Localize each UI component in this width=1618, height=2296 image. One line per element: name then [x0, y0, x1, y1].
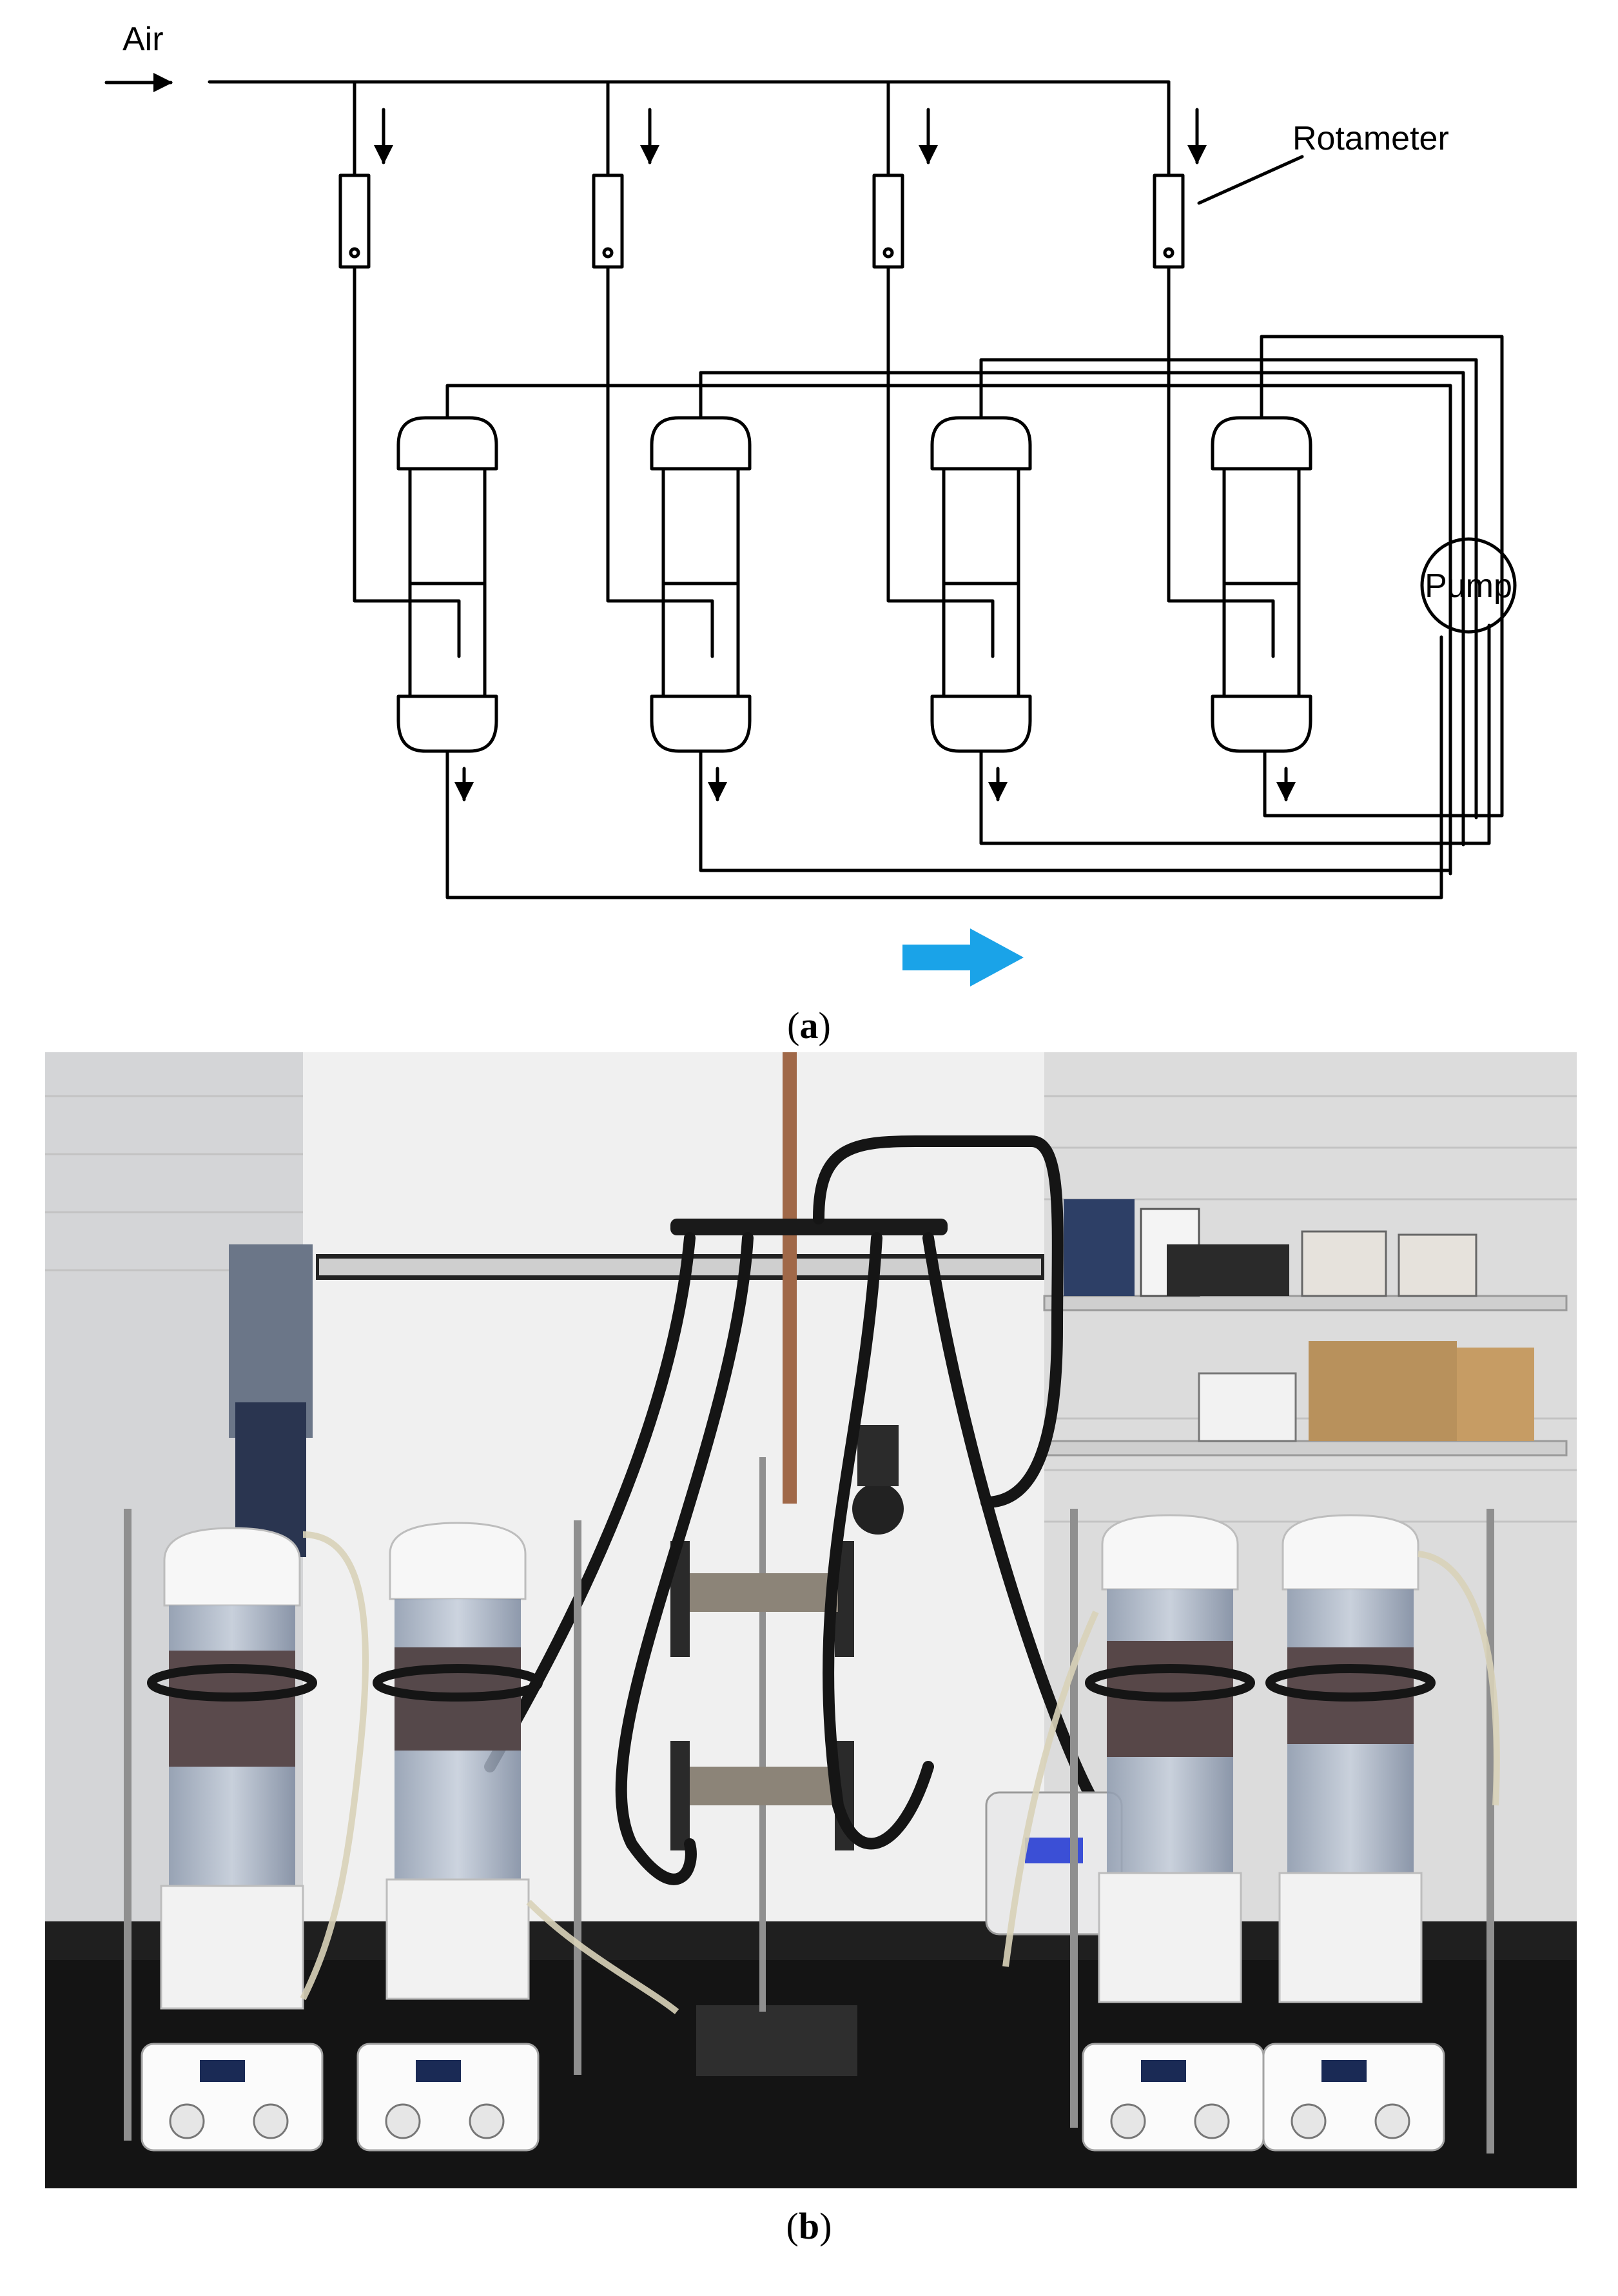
- return-line-3: [979, 358, 1478, 819]
- caption-a: (a): [787, 1005, 831, 1046]
- rotameter-2: [592, 80, 624, 269]
- pump-circle: [1420, 537, 1517, 634]
- rotameter-1: [338, 80, 371, 269]
- air-feed-1: [353, 265, 461, 658]
- photo-reactor-3: [1082, 1514, 1265, 2152]
- pump-label: Pump: [1425, 567, 1512, 605]
- column-reactor-4: [1211, 416, 1312, 753]
- return-line-2: [699, 371, 1465, 847]
- outlet-line-1: [445, 635, 1443, 899]
- column-reactor-2: [650, 416, 752, 753]
- outlet-line-3: [979, 623, 1491, 845]
- air-feed-4: [1167, 265, 1275, 658]
- column-reactor-3: [930, 416, 1032, 753]
- caption-b: (b): [786, 2205, 832, 2247]
- rotameter-3: [872, 80, 904, 269]
- panel-b-photo: (b): [45, 1052, 1577, 2247]
- flow-direction-arrow: [902, 928, 1024, 986]
- return-line-4: [1260, 335, 1504, 818]
- photo-reactor-4: [1262, 1514, 1445, 2152]
- air-label: Air: [122, 21, 164, 58]
- rotameter-label: Rotameter: [1292, 120, 1449, 157]
- rotameter-leader-line: [1197, 155, 1304, 205]
- air-feed-3: [886, 265, 995, 658]
- photo-reactor-1: [141, 1527, 324, 2152]
- rotameter-4: [1153, 80, 1185, 269]
- panel-a-schematic: Air Rotameter: [104, 21, 1517, 1046]
- air-feed-2: [606, 265, 714, 658]
- column-reactor-1: [396, 416, 498, 753]
- outlet-line-2: [699, 749, 1452, 872]
